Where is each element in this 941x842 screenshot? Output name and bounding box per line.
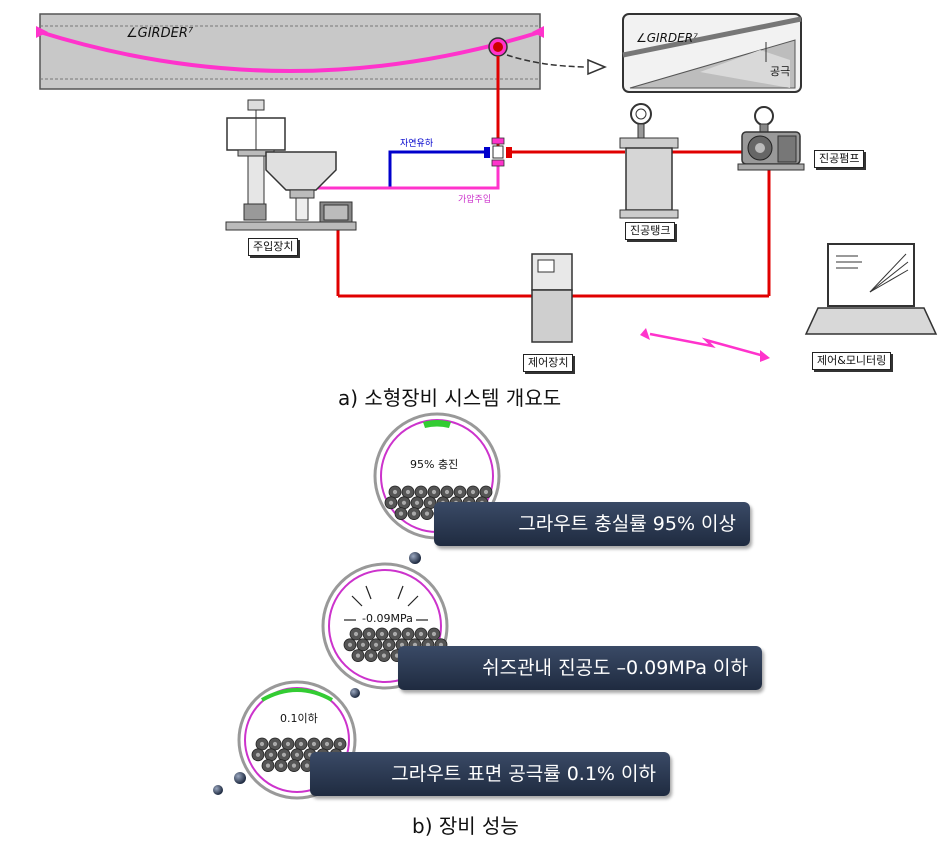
strand-core bbox=[278, 763, 284, 768]
control-device bbox=[531, 253, 573, 343]
laptop bbox=[804, 243, 938, 335]
strand-core bbox=[368, 653, 374, 658]
strand-core bbox=[412, 642, 418, 647]
strand-core bbox=[398, 511, 404, 516]
strand-core bbox=[401, 500, 407, 505]
strand-core bbox=[405, 489, 411, 495]
deco-ball bbox=[213, 785, 223, 795]
strand-core bbox=[470, 489, 476, 495]
strand-core bbox=[381, 653, 387, 658]
strand-core bbox=[431, 489, 437, 495]
circle-text-fill: 95% 충진 bbox=[410, 458, 459, 471]
detail-pointer bbox=[506, 54, 586, 68]
strand-core bbox=[386, 642, 392, 647]
banner-vacuum: 쉬즈관내 진공도 –0.09MPa 이하 bbox=[398, 646, 762, 690]
tendon-duct bbox=[39, 30, 541, 73]
injection-device-label: 주입장치 bbox=[248, 238, 299, 256]
circle-text-vacuum: -0.09MPa bbox=[362, 612, 413, 625]
caption-b: b) 장비 성능 bbox=[412, 814, 519, 838]
strand-core bbox=[399, 642, 405, 647]
deco-ball bbox=[409, 552, 421, 564]
strand-core bbox=[392, 489, 398, 495]
pressure-injection-label: 가압주입 bbox=[458, 195, 492, 205]
strand-core bbox=[311, 741, 317, 747]
strand-core bbox=[483, 489, 489, 495]
vacuum-tank bbox=[619, 103, 679, 219]
monitoring-label: 제어&모니터링 bbox=[812, 352, 892, 370]
strand-core bbox=[438, 642, 444, 647]
banner-fill-rate: 그라우트 충실률 95% 이상 bbox=[434, 502, 750, 546]
strand-core bbox=[291, 763, 297, 768]
strand-core bbox=[360, 642, 366, 647]
strand-core bbox=[337, 741, 343, 747]
circle-text-void: 0.1이하 bbox=[280, 712, 318, 725]
deco-ball bbox=[350, 688, 360, 698]
strand-core bbox=[379, 631, 385, 637]
detail-view bbox=[622, 13, 802, 93]
valve-cluster bbox=[484, 137, 512, 167]
strand-core bbox=[347, 642, 353, 647]
strand-core bbox=[414, 500, 420, 505]
strand-core bbox=[427, 500, 433, 505]
injection-device bbox=[225, 99, 357, 231]
strand-core bbox=[353, 631, 359, 637]
control-device-label: 제어장치 bbox=[523, 354, 574, 372]
vacuum-pump-label: 진공펌프 bbox=[814, 150, 865, 168]
strand-core bbox=[405, 631, 411, 637]
strand-core bbox=[298, 741, 304, 747]
deco-ball bbox=[234, 772, 246, 784]
strand-core bbox=[294, 752, 300, 757]
strand-core bbox=[373, 642, 379, 647]
strand-core bbox=[411, 511, 417, 516]
banner-void: 그라우트 표면 공극률 0.1% 이하 bbox=[310, 752, 670, 796]
detail-void-label: 공극 bbox=[770, 65, 791, 78]
strand-core bbox=[366, 631, 372, 637]
strand-core bbox=[424, 511, 430, 516]
girder-label: ∠GIRDER⁷ bbox=[126, 26, 194, 41]
pressure-injection-pipe bbox=[318, 162, 500, 190]
girder bbox=[39, 13, 541, 90]
natural-flow-pipe bbox=[388, 150, 488, 188]
strand-core bbox=[255, 752, 261, 757]
strand-core bbox=[272, 741, 278, 747]
wireless-link bbox=[649, 332, 765, 358]
strand-core bbox=[425, 642, 431, 647]
strand-core bbox=[444, 489, 450, 495]
vacuum-pump bbox=[737, 106, 805, 171]
detail-girder-label: ∠GIRDER⁷ bbox=[636, 31, 698, 45]
strand-core bbox=[268, 752, 274, 757]
strand-core bbox=[457, 489, 463, 495]
vacuum-tank-label: 진공탱크 bbox=[625, 222, 676, 240]
strand-core bbox=[388, 500, 394, 505]
strand-core bbox=[355, 653, 361, 658]
strand-core bbox=[285, 741, 291, 747]
strand-core bbox=[265, 763, 271, 768]
tendon-anchor-right bbox=[532, 26, 544, 38]
natural-flow-label: 자연유하 bbox=[400, 139, 434, 149]
caption-a: a) 소형장비 시스템 개요도 bbox=[338, 386, 562, 410]
tendon-anchor-left bbox=[36, 26, 48, 38]
strand-core bbox=[304, 763, 310, 768]
strand-core bbox=[418, 489, 424, 495]
strand-core bbox=[324, 741, 330, 747]
strand-core bbox=[431, 631, 437, 637]
strand-core bbox=[392, 631, 398, 637]
strand-core bbox=[259, 741, 265, 747]
strand-core bbox=[281, 752, 287, 757]
strand-core bbox=[418, 631, 424, 637]
